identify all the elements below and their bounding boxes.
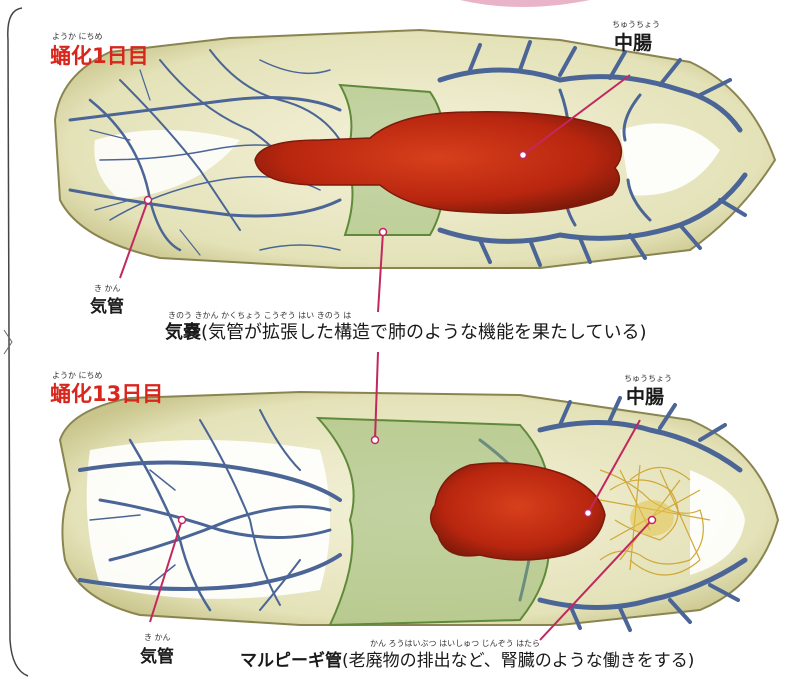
- day13-title: 蛹化13日目: [50, 378, 163, 408]
- day1-trachea-label: 気管: [90, 292, 124, 317]
- air-sac-description: (気管が拡張した構造で肺のような機能を果たしている): [201, 322, 647, 343]
- top-ornament: [460, 0, 590, 7]
- malpighian-caption: マルピーギ管(老廃物の排出など、腎臓のような働きをする): [240, 646, 694, 671]
- day1-title: 蛹化1日目: [50, 40, 149, 70]
- day1-midgut-label: 中腸: [614, 28, 652, 55]
- malpighian-description: (老廃物の排出など、腎臓のような働きをする): [342, 651, 694, 671]
- air-sac-caption: 気嚢(気管が拡張した構造で肺のような機能を果たしている): [165, 318, 647, 344]
- air-sac-term: 気嚢: [165, 322, 201, 343]
- bracket-arrow: [4, 330, 12, 354]
- day13-midgut-label: 中腸: [626, 382, 664, 409]
- day13-trachea-label: 気管: [140, 642, 174, 667]
- malpighian-term: マルピーギ管: [240, 651, 342, 671]
- left-bracket: [8, 8, 28, 676]
